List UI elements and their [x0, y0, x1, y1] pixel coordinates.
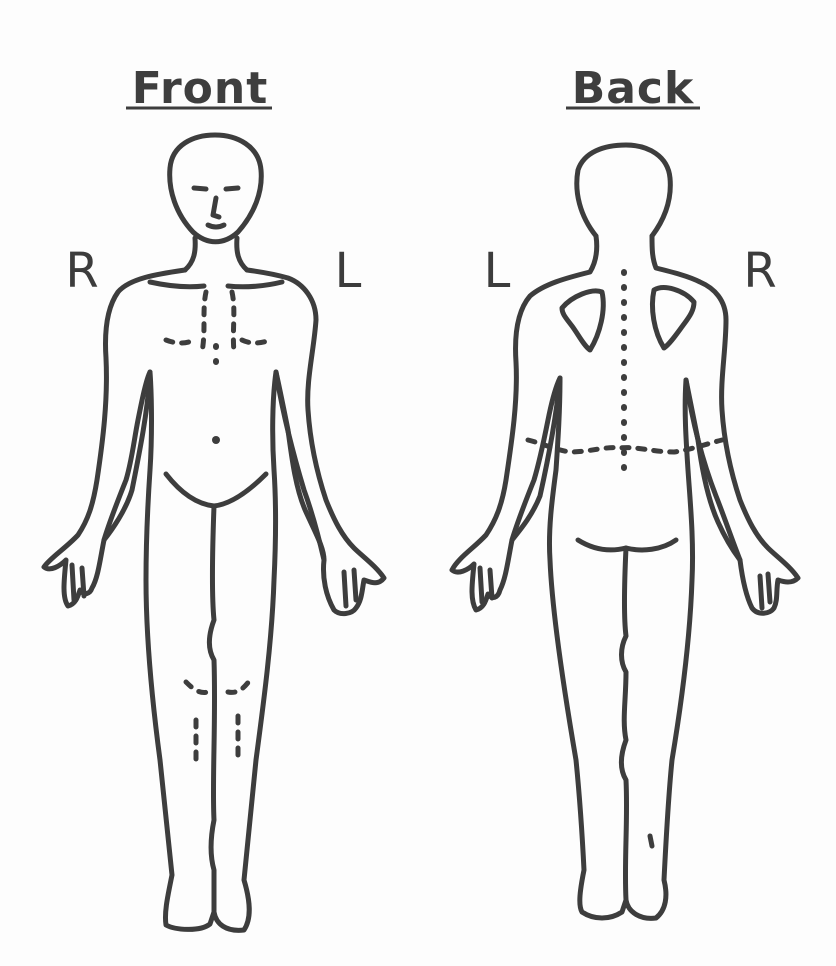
front-chest-marks [166, 340, 270, 343]
front-face-features [194, 188, 238, 227]
back-leg-divide [622, 548, 627, 900]
back-ankle-mark [650, 836, 652, 846]
back-left-side-label: L [484, 243, 511, 299]
front-shin-marks [196, 716, 238, 760]
front-left-hand-fingers [344, 570, 356, 606]
front-left-side-label: L [335, 243, 362, 299]
front-title: Front [132, 63, 269, 114]
front-knee-marks [186, 680, 250, 693]
front-leg-divide [210, 506, 215, 912]
back-title: Back [572, 63, 695, 114]
front-sternum-left [232, 292, 234, 352]
back-right-hand-fingers [760, 574, 770, 608]
front-clavicles [150, 282, 282, 287]
back-right-scapula [652, 288, 694, 348]
back-head [577, 145, 671, 236]
back-right-side-label: R [743, 243, 776, 299]
front-navel [212, 436, 220, 444]
front-sternum-right [202, 292, 206, 352]
front-right-side-label: R [65, 243, 98, 299]
front-groin-line [166, 474, 266, 506]
back-left-scapula [562, 291, 603, 350]
